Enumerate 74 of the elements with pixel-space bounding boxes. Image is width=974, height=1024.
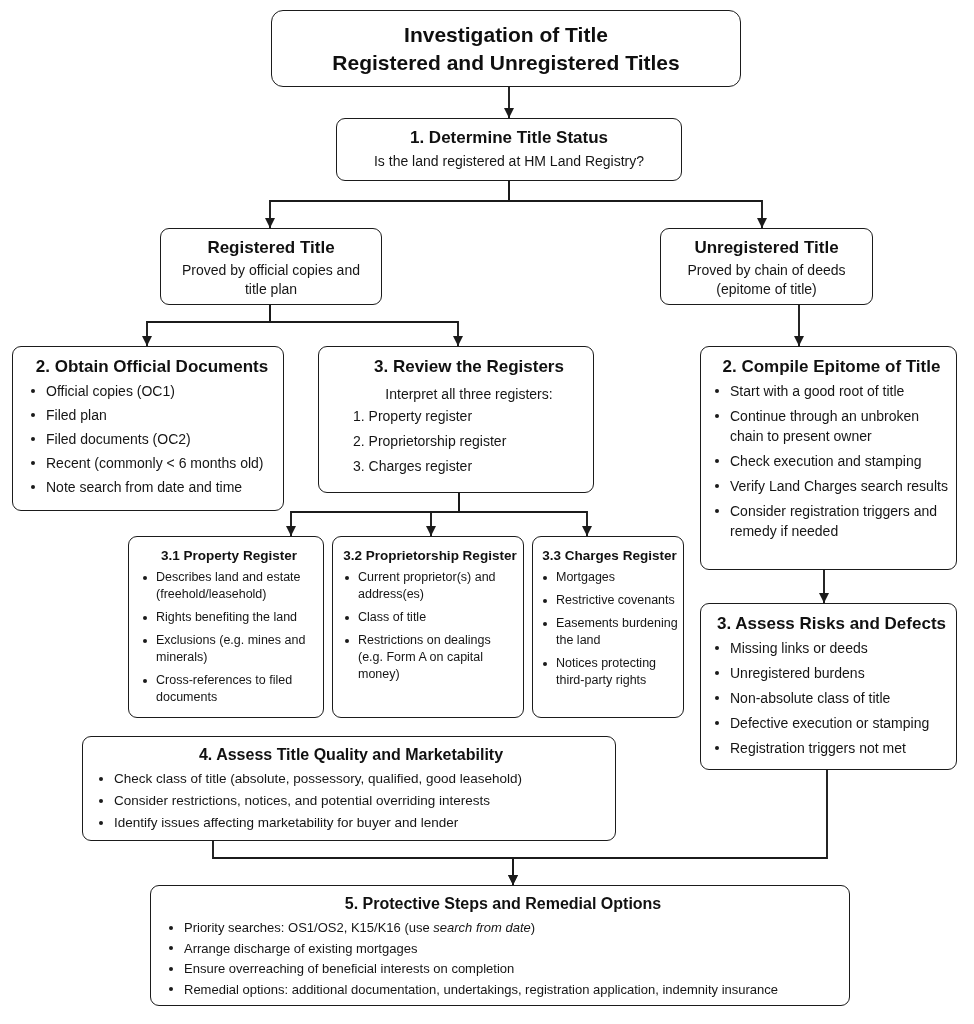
title-box <box>271 10 741 87</box>
arrow <box>508 769 828 886</box>
list-item: Restrictions on dealings (e.g. Form A on capital money) <box>343 632 517 683</box>
box-heading: 1. Determine Title Status <box>409 127 609 149</box>
list-item: Restrictive covenants <box>541 592 678 609</box>
box-heading: 2. Compile Epitome of Title <box>722 356 941 378</box>
list-item: Exclusions (e.g. mines and minerals) <box>141 632 317 666</box>
list-item: Consider registration triggers and remedy if needed <box>713 501 950 541</box>
list-item: Check class of title (absolute, possessory, qualified, good leasehold) <box>97 769 605 789</box>
arrow <box>504 86 514 119</box>
box-heading: 3.1 Property Register <box>161 547 297 565</box>
list-item: Current proprietor(s) and address(es) <box>343 569 517 603</box>
box-text: Is the land registered at HM Land Registry? <box>374 152 644 171</box>
arrow <box>269 304 463 347</box>
list-item: Identify issues affecting marketability for buyer and lender <box>97 813 605 833</box>
list-item: Notices protecting third-party rights <box>541 655 678 689</box>
process-box <box>160 228 382 305</box>
list-item: Describes land and estate (freehold/leasehold) <box>141 569 317 603</box>
box-heading: 2. Obtain Official Documents <box>35 356 269 378</box>
list-item: Filed documents (OC2) <box>29 429 275 449</box>
process-box <box>332 536 524 718</box>
box-text: Interpret all three registers: <box>385 385 553 404</box>
list-item: Remedial options: additional documentation, undertakings, registration application, indemnity insurance <box>167 979 839 999</box>
process-box <box>128 536 324 718</box>
box-text: Proved by chain of deeds (epitome of title) <box>686 261 847 299</box>
list-item: Consider restrictions, notices, and potential overriding interests <box>97 791 605 811</box>
box-heading: Unregistered Title <box>694 237 839 259</box>
arrow <box>508 180 767 229</box>
list-item: Unregistered burdens <box>713 663 950 683</box>
list-item: Ensure overreaching of beneficial interests on completion <box>167 959 839 978</box>
box-text: Proved by official copies and title plan <box>181 261 361 299</box>
title-text: Registered and Unregistered Titles <box>332 49 680 76</box>
process-box <box>150 885 850 1006</box>
process-box <box>532 536 684 718</box>
list-item: Official copies (OC1) <box>29 381 275 401</box>
box-heading: 3.3 Charges Register <box>542 547 677 565</box>
list-item: Filed plan <box>29 405 275 425</box>
arrow <box>819 569 829 604</box>
process-box <box>318 346 594 493</box>
list-item: Arrange discharge of existing mortgages <box>167 938 839 958</box>
process-box <box>336 118 682 181</box>
box-heading: 3. Assess Risks and Defects <box>717 613 946 635</box>
list-item: Recent (commonly < 6 months old) <box>29 453 275 473</box>
list-item: Mortgages <box>541 569 678 586</box>
list-item: Registration triggers not met <box>713 738 950 758</box>
list-item: Easements burdening the land <box>541 615 678 649</box>
arrow <box>458 492 592 537</box>
box-heading: 3. Review the Registers <box>374 356 564 378</box>
numbered-item: 1. Property register <box>353 407 474 426</box>
list-item: Missing links or deeds <box>713 638 950 658</box>
arrow <box>794 304 804 347</box>
box-heading: 4. Assess Title Quality and Marketability <box>198 745 504 765</box>
list-item: Class of title <box>343 609 517 626</box>
list-item: Start with a good root of title <box>713 381 950 401</box>
list-item: Continue through an unbroken chain to present owner <box>713 406 950 446</box>
numbered-item: 2. Proprietorship register <box>353 432 508 451</box>
box-heading: 3.2 Proprietorship Register <box>343 547 517 565</box>
list-item: Check execution and stamping <box>713 451 950 471</box>
process-box <box>12 346 284 511</box>
numbered-item: 3. Charges register <box>353 457 474 476</box>
process-box <box>82 736 616 841</box>
process-box <box>700 346 957 570</box>
list-item: Defective execution or stamping <box>713 713 950 733</box>
process-box <box>700 603 957 770</box>
list-item: Priority searches: OS1/OS2, K15/K16 (use search from date) <box>167 918 839 937</box>
list-item: Verify Land Charges search results <box>713 476 950 496</box>
list-item: Non-absolute class of title <box>713 688 950 708</box>
title-text: Investigation of Title <box>404 21 608 48</box>
list-item: Rights benefiting the land <box>141 609 317 626</box>
list-item: Note search from date and time <box>29 477 275 497</box>
process-box <box>660 228 873 305</box>
list-item: Cross-references to filed documents <box>141 672 317 706</box>
box-heading: Registered Title <box>207 237 335 259</box>
box-heading: 5. Protective Steps and Remedial Options <box>344 894 662 914</box>
